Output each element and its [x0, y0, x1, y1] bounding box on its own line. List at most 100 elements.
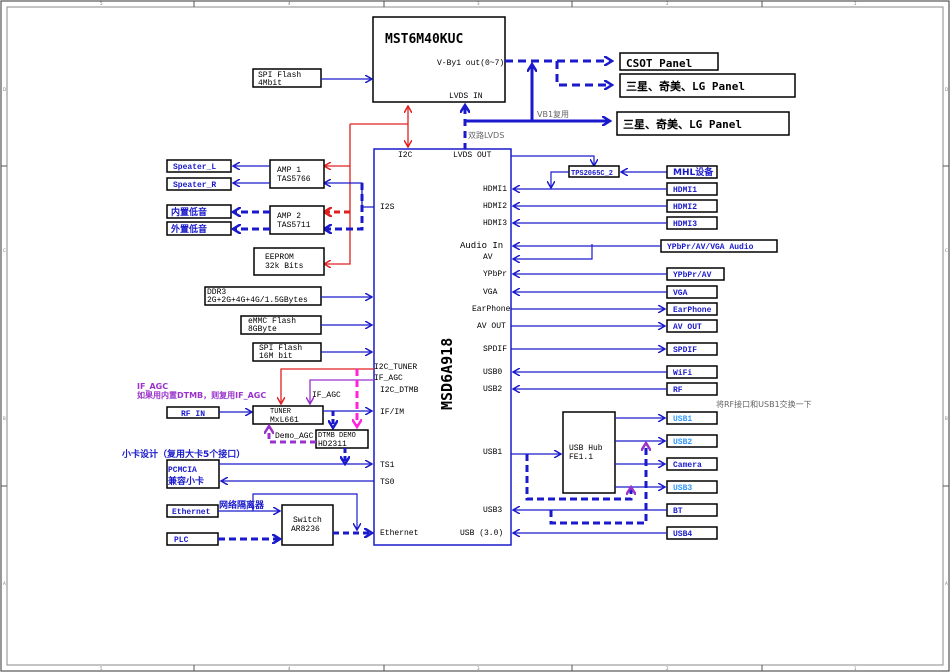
dtmb-demo-hd2311: DTMB DEMO HD2311 — [315, 429, 369, 449]
port-ypbpr-av-label: YPbPr/AV — [673, 271, 712, 280]
port-earphone: EarPhone — [666, 302, 718, 316]
port-usb1-label: USB1 — [673, 415, 692, 424]
net-isolator-label: 网络隔离器 — [219, 499, 265, 511]
msd-pin-i2c-tuner: I2C_TUNER — [374, 363, 417, 372]
msd-pin-i2c-dtmb: I2C_DTMB — [380, 386, 419, 395]
eeprom-line2: 32k Bits — [265, 262, 304, 271]
ethernet-port: Ethernet — [166, 504, 219, 518]
port-vga: VGA — [666, 285, 718, 299]
amp1-line1: AMP 1 — [277, 166, 301, 175]
tuner-line2: MxL661 — [270, 416, 299, 425]
port-hdmi3: HDMI3 — [666, 216, 718, 230]
frame-row-label: B — [3, 416, 6, 421]
port-spdif: SPDIF — [666, 342, 718, 356]
tuner-line1: TUNER — [270, 408, 292, 416]
mst-chip-name: MST6M40KUC — [385, 32, 463, 47]
dtmb-line1: DTMB DEMO — [318, 432, 356, 440]
msd-pin-hdmi2: HDMI2 — [483, 202, 507, 211]
if-agc-tuner-label: IF_AGC — [312, 391, 341, 400]
msd6a918-chip: MSD6A918 I2C LVDS OUT I2S I2C_TUNER IF_A… — [373, 148, 512, 546]
port-bt-label: BT — [673, 507, 683, 516]
pcmcia-slot: PCMCIA 兼容小卡 — [166, 459, 220, 489]
spi4-line1: SPI Flash — [258, 71, 301, 80]
amp2-line1: AMP 2 — [277, 212, 301, 221]
eeprom-line1: EEPROM — [265, 253, 294, 262]
frame-row-label: A — [945, 581, 948, 586]
tps-label: TPS2065C_2 — [571, 170, 613, 178]
dtmb-line2: HD2311 — [318, 440, 347, 449]
frame-col-label: 4 — [288, 666, 291, 671]
spi16-line1: SPI Flash — [259, 344, 302, 353]
port-rf: RF — [666, 382, 718, 396]
port-speaker-r-label: Speater_R — [173, 181, 216, 190]
if-agc-note-2: 如果用内置DTMB，则复用IF_AGC — [137, 390, 266, 400]
port-usb3-label: USB3 — [673, 484, 692, 493]
small-card-label: 小卡设计（复用大卡5个接口） — [121, 448, 245, 460]
msd-pin-vga: VGA — [483, 288, 498, 297]
msd-pin-usb0: USB0 — [483, 368, 502, 377]
mst-vby1-pin: V-By1 out(0~7) — [437, 59, 504, 68]
frame-row-label: C — [3, 248, 6, 253]
amp1-line2: TAS5766 — [277, 175, 311, 184]
msd-pin-ts0: TS0 — [380, 478, 395, 487]
msd-pin-hdmi3: HDMI3 — [483, 219, 507, 228]
port-hdmi2: HDMI2 — [666, 199, 718, 213]
tps2065c: TPS2065C_2 — [568, 165, 620, 178]
msd-pin-i2c-top: I2C — [398, 151, 413, 160]
port-rf-label: RF — [673, 386, 683, 395]
rf-in-label: RF IN — [181, 410, 205, 419]
spi-flash-16m: SPI Flash 16M bit — [252, 342, 322, 362]
port-ypbpr-av: YPbPr/AV — [666, 267, 725, 281]
msd-pin-usb3: USB3 — [483, 506, 502, 515]
switch-line1: Switch — [293, 516, 322, 525]
msd-pin-hdmi1: HDMI1 — [483, 185, 507, 194]
port-speaker-l-label: Speater_L — [173, 163, 216, 172]
port-ypbpr-audio: YPbPr/AV/VGA Audio — [660, 239, 778, 253]
frame-row-label: A — [3, 581, 6, 586]
port-vga-label: VGA — [673, 289, 688, 298]
spi-flash-4mbit: SPI Flash 4Mbit — [252, 68, 322, 88]
pcmcia-line1: PCMCIA — [168, 466, 197, 475]
usb-hub-line1: USB Hub — [569, 444, 603, 453]
spi4-line2: 4Mbit — [258, 79, 282, 88]
frame-col-label: 4 — [288, 1, 291, 6]
port-bt: BT — [666, 503, 718, 517]
port-usb4-label: USB4 — [673, 530, 692, 539]
port-hdmi1-label: HDMI1 — [673, 186, 697, 195]
port-av-out-label: AV OUT — [673, 323, 702, 332]
msd-pin-if-im: IF/IM — [380, 408, 404, 417]
amp1-tas5766: AMP 1 TAS5766 — [269, 159, 325, 189]
msd-pin-usb1: USB1 — [483, 448, 502, 457]
msd-pin-i2s: I2S — [380, 203, 395, 212]
rf-in-port: RF IN — [166, 406, 220, 419]
panel-csot: CSOT Panel — [619, 52, 719, 71]
frame-col-label: 1 — [854, 1, 857, 6]
port-speaker-l: Speater_L — [166, 159, 232, 173]
amp2-line2: TAS5711 — [277, 221, 311, 230]
ddr3-memory: DDR3 2G+2G+4G+4G/1.5GBytes — [204, 286, 322, 306]
port-speaker-r: Speater_R — [166, 177, 232, 191]
switch-ar8236: Switch AR8236 — [281, 504, 334, 546]
port-sub-internal-label: 内置低音 — [171, 206, 207, 218]
amp2-tas5711: AMP 2 TAS5711 — [269, 205, 325, 235]
port-hdmi2-label: HDMI2 — [673, 203, 697, 212]
port-camera: Camera — [666, 457, 718, 471]
port-mhl-label: MHL设备 — [673, 166, 714, 178]
port-earphone-label: EarPhone — [673, 306, 712, 315]
frame-col-label: 2 — [666, 666, 669, 671]
msd-pin-audio-in: Audio In — [460, 241, 503, 251]
ddr3-line1: DDR3 — [207, 288, 226, 297]
msd-pin-spdif: SPDIF — [483, 345, 507, 354]
if-agc-note-1: IF_AGC — [137, 382, 168, 391]
emmc-flash: eMMC Flash 8GByte — [240, 315, 322, 335]
port-av-out: AV OUT — [666, 319, 718, 333]
frame-col-label: 5 — [100, 1, 103, 6]
frame-row-label: D — [945, 87, 948, 92]
msd-pin-ethernet: Ethernet — [380, 529, 418, 538]
frame-col-label: 3 — [477, 1, 480, 6]
panel-samsung-2: 三星、奇美、LG Panel — [616, 111, 790, 136]
port-usb1: USB1 — [666, 411, 718, 425]
switch-line2: AR8236 — [291, 525, 320, 534]
port-sub-external-label: 外置低音 — [170, 223, 207, 235]
